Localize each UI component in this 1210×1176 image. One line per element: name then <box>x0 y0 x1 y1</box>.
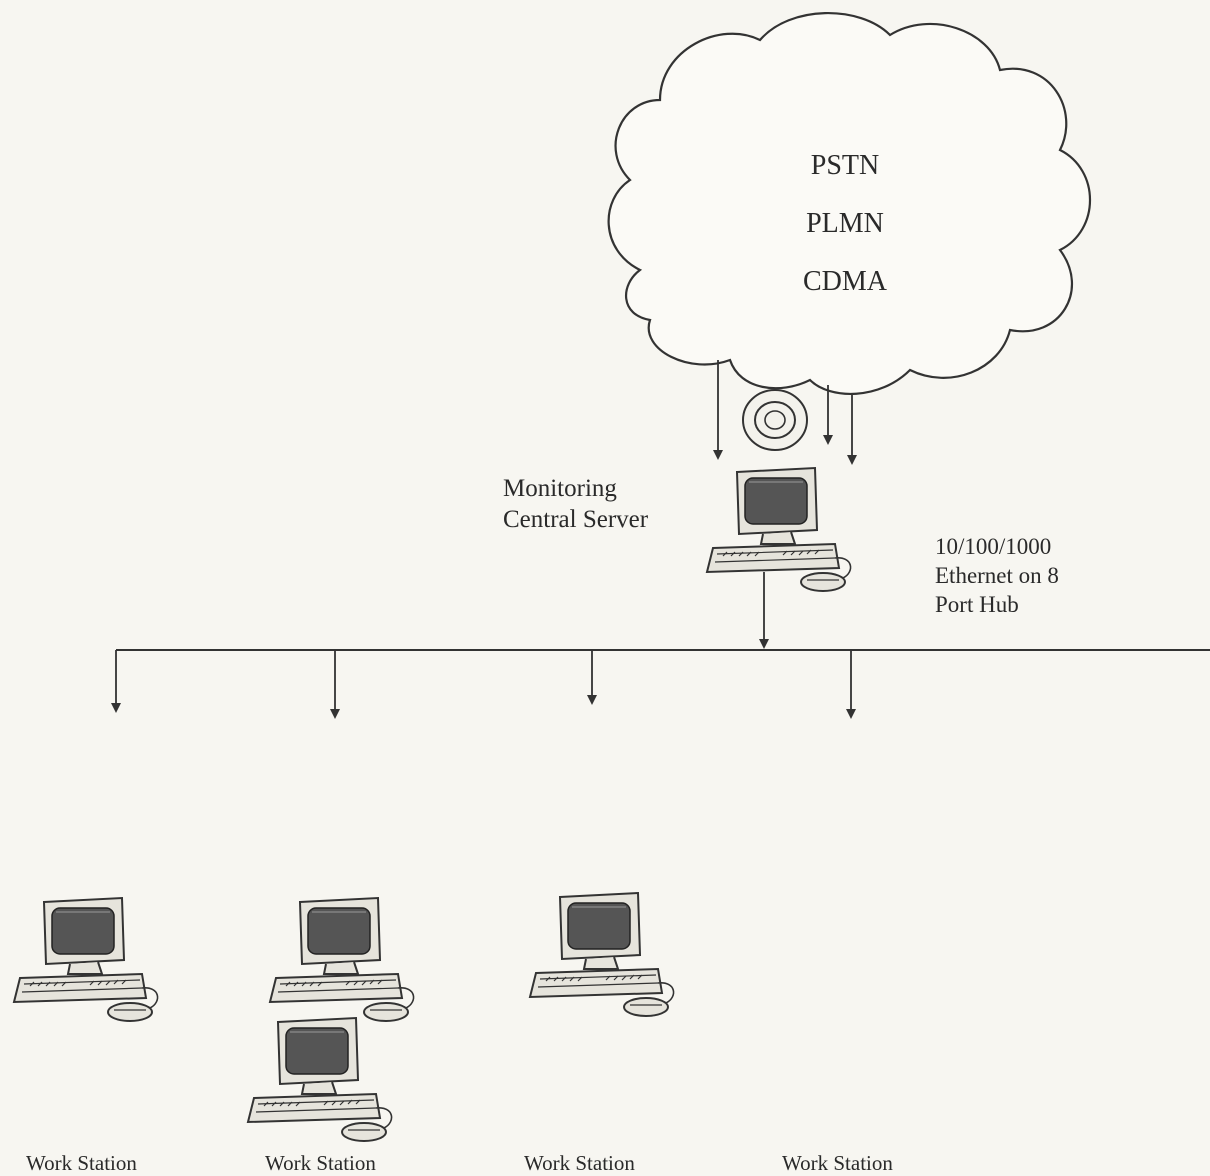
workstation-3-computer-icon <box>529 892 675 1017</box>
hub-label-line2: Ethernet on 8 <box>935 562 1059 588</box>
server-label-line2: Central Server <box>503 506 649 534</box>
hub-label: 10/100/1000 Ethernet on 8 Port Hub <box>935 533 1059 619</box>
hub-drop-arrows <box>111 650 856 719</box>
cloud-icon <box>607 12 1091 396</box>
hub-label-line3: Port Hub <box>935 591 1019 617</box>
workstation-3-label: Work Station <box>524 1151 635 1175</box>
network-label-plmn: PLMN <box>806 208 884 239</box>
server-computer-icon <box>706 467 852 592</box>
workstation-1-label: Work Station <box>26 1151 137 1175</box>
hub-label-line1: 10/100/1000 <box>935 534 1052 559</box>
workstation-1-computer-icon <box>13 897 159 1022</box>
workstation-2-computer-icon <box>269 897 415 1022</box>
workstation-2-label: Work Station <box>265 1151 376 1175</box>
network-label-pstn: PSTN <box>810 150 880 181</box>
cloud-to-server-arrows <box>713 360 857 465</box>
network-label-cdma: CDMA <box>802 266 887 297</box>
workstation-4-label: Work Station <box>782 1151 893 1175</box>
server-label-line1: Monitoring <box>503 475 617 502</box>
camera-icon <box>742 389 808 451</box>
server-label: Monitoring Central Server <box>503 473 648 536</box>
workstation-2-computer-2-icon <box>247 1017 393 1142</box>
